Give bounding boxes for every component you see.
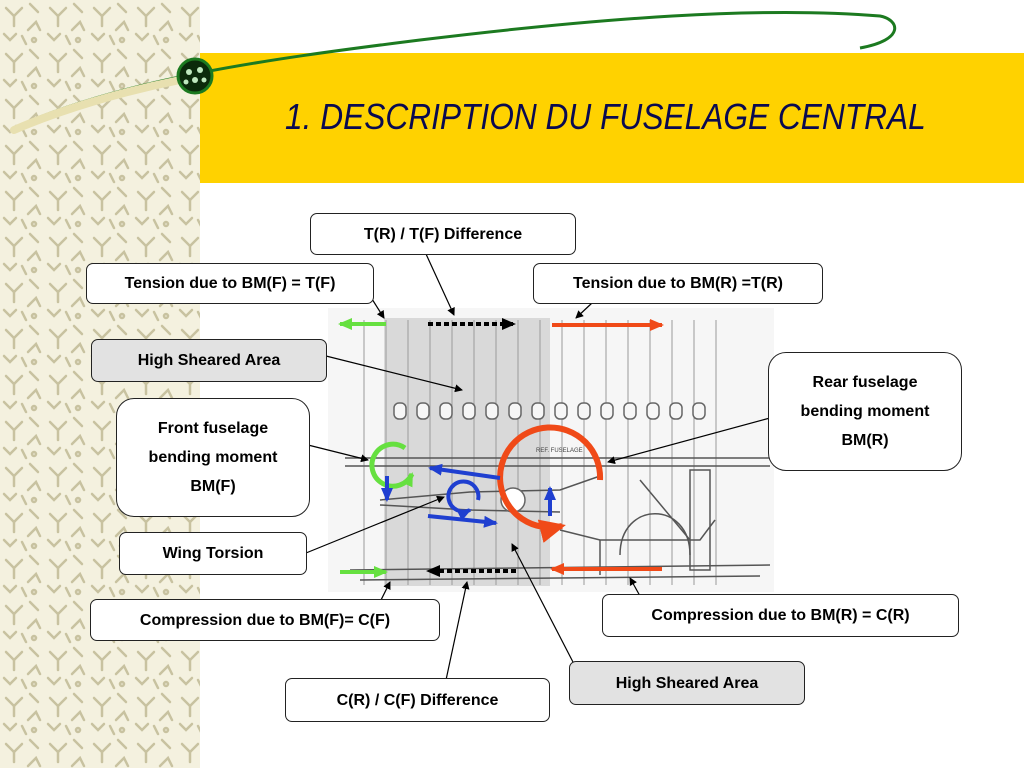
leader-tension-front bbox=[371, 298, 385, 319]
fuselage-drawing: REF. FUSELAGE bbox=[328, 308, 774, 592]
leader-cr-cf bbox=[445, 581, 470, 681]
leader-compression-front bbox=[379, 581, 391, 603]
inner-force-lower-arrow bbox=[427, 514, 498, 528]
rear-bm-line-2: bending moment bbox=[800, 403, 930, 420]
rear-bending-moment-label: Rear fuselage bending moment BM(R) bbox=[768, 352, 962, 471]
tension-front-label: Tension due to BM(F) = T(F) bbox=[86, 263, 374, 304]
globe-logo-icon bbox=[176, 57, 214, 95]
wing-torsion-rotation-arrow bbox=[446, 479, 481, 521]
rear-bending-moment-arrow bbox=[497, 424, 604, 543]
leader-rear-bm bbox=[607, 417, 771, 465]
compression-rear-label: Compression due to BM(R) = C(R) bbox=[602, 594, 959, 637]
leader-high-sheared-top bbox=[325, 355, 463, 393]
tension-rear-label: Tension due to BM(R) =T(R) bbox=[533, 263, 823, 304]
leader-tr-tf bbox=[425, 253, 455, 316]
wing-torsion-label: Wing Torsion bbox=[119, 532, 307, 575]
drawing-ref-label: REF. FUSELAGE bbox=[536, 448, 583, 454]
rear-bm-line-3: BM(R) bbox=[841, 432, 889, 449]
cr-cf-difference-label: C(R) / C(F) Difference bbox=[285, 678, 550, 722]
leader-wing-torsion bbox=[305, 495, 445, 554]
front-bending-moment-arrow bbox=[369, 441, 415, 489]
leader-front-bm bbox=[307, 444, 369, 463]
front-bending-moment-label: Front fuselage bending moment BM(F) bbox=[116, 398, 310, 517]
front-bm-line-3: BM(F) bbox=[190, 478, 236, 495]
tr-tf-difference-label: T(R) / T(F) Difference bbox=[310, 213, 576, 255]
leader-compression-rear bbox=[629, 577, 641, 597]
high-sheared-area-top-label: High Sheared Area bbox=[91, 339, 327, 382]
page-title: 1. DESCRIPTION DU FUSELAGE CENTRAL bbox=[285, 96, 926, 137]
decorative-swoosh bbox=[10, 76, 184, 134]
title-band bbox=[200, 53, 1024, 183]
compression-front-label: Compression due to BM(F)= C(F) bbox=[90, 599, 440, 641]
rear-bm-line-1: Rear fuselage bbox=[812, 374, 918, 391]
inner-force-upper-arrow bbox=[428, 463, 501, 480]
leader-tension-rear bbox=[575, 302, 593, 319]
leader-high-sheared-bottom bbox=[511, 543, 575, 665]
high-sheared-area-bottom-label: High Sheared Area bbox=[569, 661, 805, 705]
front-bm-line-1: Front fuselage bbox=[157, 420, 269, 437]
decorative-side-pattern bbox=[0, 0, 200, 768]
front-bm-line-2: bending moment bbox=[148, 449, 278, 466]
